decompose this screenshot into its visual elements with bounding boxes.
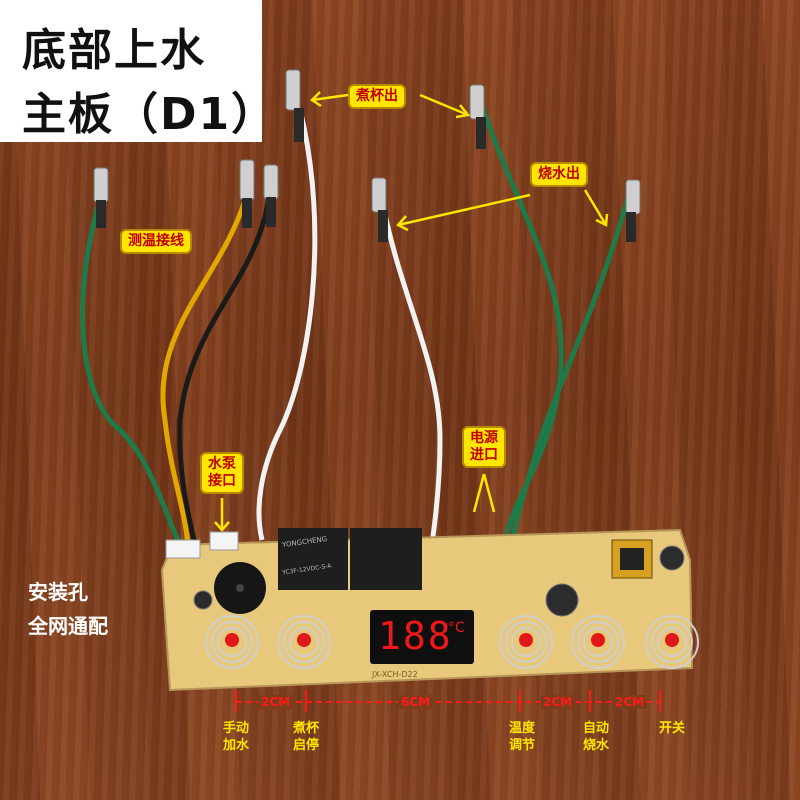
button-label-auto-boil: 自动 烧水 bbox=[582, 721, 609, 753]
button-label-temp-adjust: 温度 调节 bbox=[508, 721, 535, 753]
pcb-part-number: JX-XCH-D22 bbox=[372, 670, 418, 679]
dimension-label-4: 2CM bbox=[612, 695, 648, 709]
dimension-label-1: 2CM bbox=[258, 695, 294, 709]
pcb-board bbox=[160, 528, 699, 692]
dimension-ticks bbox=[235, 690, 661, 712]
install-note-line-1: 安装孔 bbox=[28, 580, 88, 604]
callout-boil-out: 烧水出 bbox=[530, 162, 588, 187]
dimension-label-2: 6CM bbox=[398, 695, 434, 709]
black-wire bbox=[177, 189, 273, 546]
led-display-digits: 188 bbox=[378, 614, 453, 658]
callout-cup-out: 煮杯出 bbox=[348, 84, 406, 109]
page-title-line-1: 底部上水 bbox=[22, 25, 206, 76]
page-title-line-2: 主板（D1） bbox=[22, 89, 278, 140]
callout-power-in: 电源 进口 bbox=[462, 426, 506, 468]
button-label-manual-fill: 手动 加水 bbox=[222, 721, 249, 753]
green-wire-right-2 bbox=[509, 189, 633, 546]
heatshrink-sleeves bbox=[96, 108, 636, 242]
white-wire-left bbox=[256, 109, 318, 541]
white-wire-center bbox=[377, 189, 443, 586]
button-label-power-switch: 开关 bbox=[658, 721, 685, 736]
callout-pump-port: 水泵 接口 bbox=[200, 452, 244, 494]
led-display-unit: °C bbox=[448, 620, 465, 636]
green-wire-left bbox=[80, 199, 183, 547]
yellow-wire bbox=[160, 199, 248, 546]
dimension-label-3: 2CM bbox=[540, 695, 576, 709]
wire-terminals bbox=[93, 69, 641, 215]
title-box: 底部上水 主板（D1） bbox=[0, 0, 278, 142]
callout-arrows bbox=[214, 91, 609, 532]
callout-temp-sensor: 测温接线 bbox=[120, 229, 192, 254]
install-note-line-2: 全网通配 bbox=[28, 614, 108, 638]
button-label-cup-start-stop: 煮杯 启停 bbox=[292, 721, 319, 753]
